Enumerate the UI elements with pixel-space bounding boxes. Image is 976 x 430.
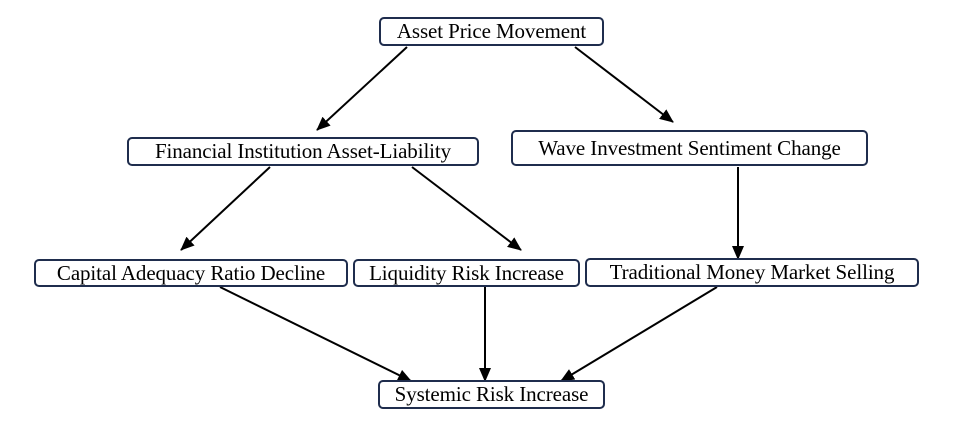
node-financial-institution-asset-liability: Financial Institution Asset-Liability [127,137,479,166]
node-asset-price-movement: Asset Price Movement [379,17,604,46]
edge-financial-to-liquidity [411,166,522,251]
edge-asset-to-wave [574,46,674,123]
node-systemic-risk-increase: Systemic Risk Increase [378,380,605,409]
node-capital-adequacy-ratio-decline: Capital Adequacy Ratio Decline [34,259,348,287]
edge-financial-to-capital [180,166,271,251]
node-liquidity-risk-increase: Liquidity Risk Increase [353,259,580,287]
edge-traditional-to-systemic [560,286,718,382]
node-traditional-money-market-selling: Traditional Money Market Selling [585,258,919,287]
edge-asset-to-financial [316,46,408,131]
edge-capital-to-systemic [219,286,412,382]
node-wave-investment-sentiment-change: Wave Investment Sentiment Change [511,130,868,166]
